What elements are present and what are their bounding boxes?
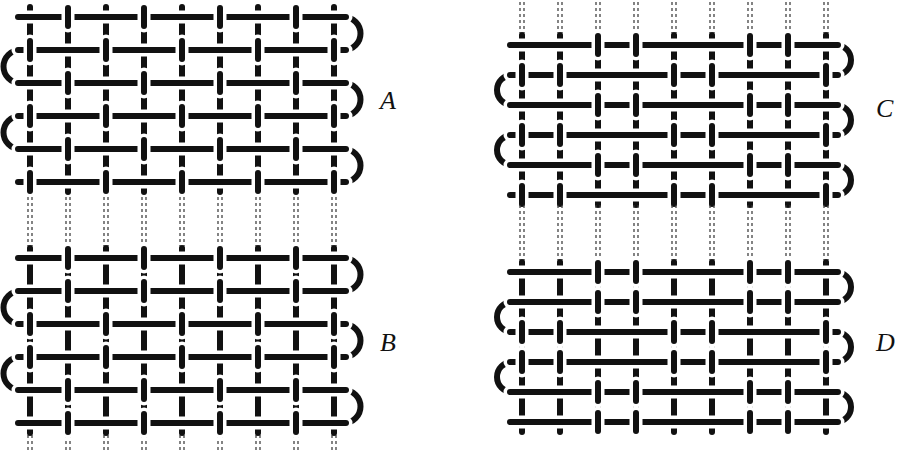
paired-weft-weave: [4, 197, 361, 452]
pattern-label: D: [876, 330, 895, 356]
pattern-label: A: [380, 88, 396, 114]
basket-weave: [497, 205, 851, 432]
paired-warp-weave: [497, 2, 851, 205]
pattern-label: C: [876, 96, 893, 122]
pattern-label: B: [380, 330, 396, 356]
plain-weave: [4, 7, 361, 192]
